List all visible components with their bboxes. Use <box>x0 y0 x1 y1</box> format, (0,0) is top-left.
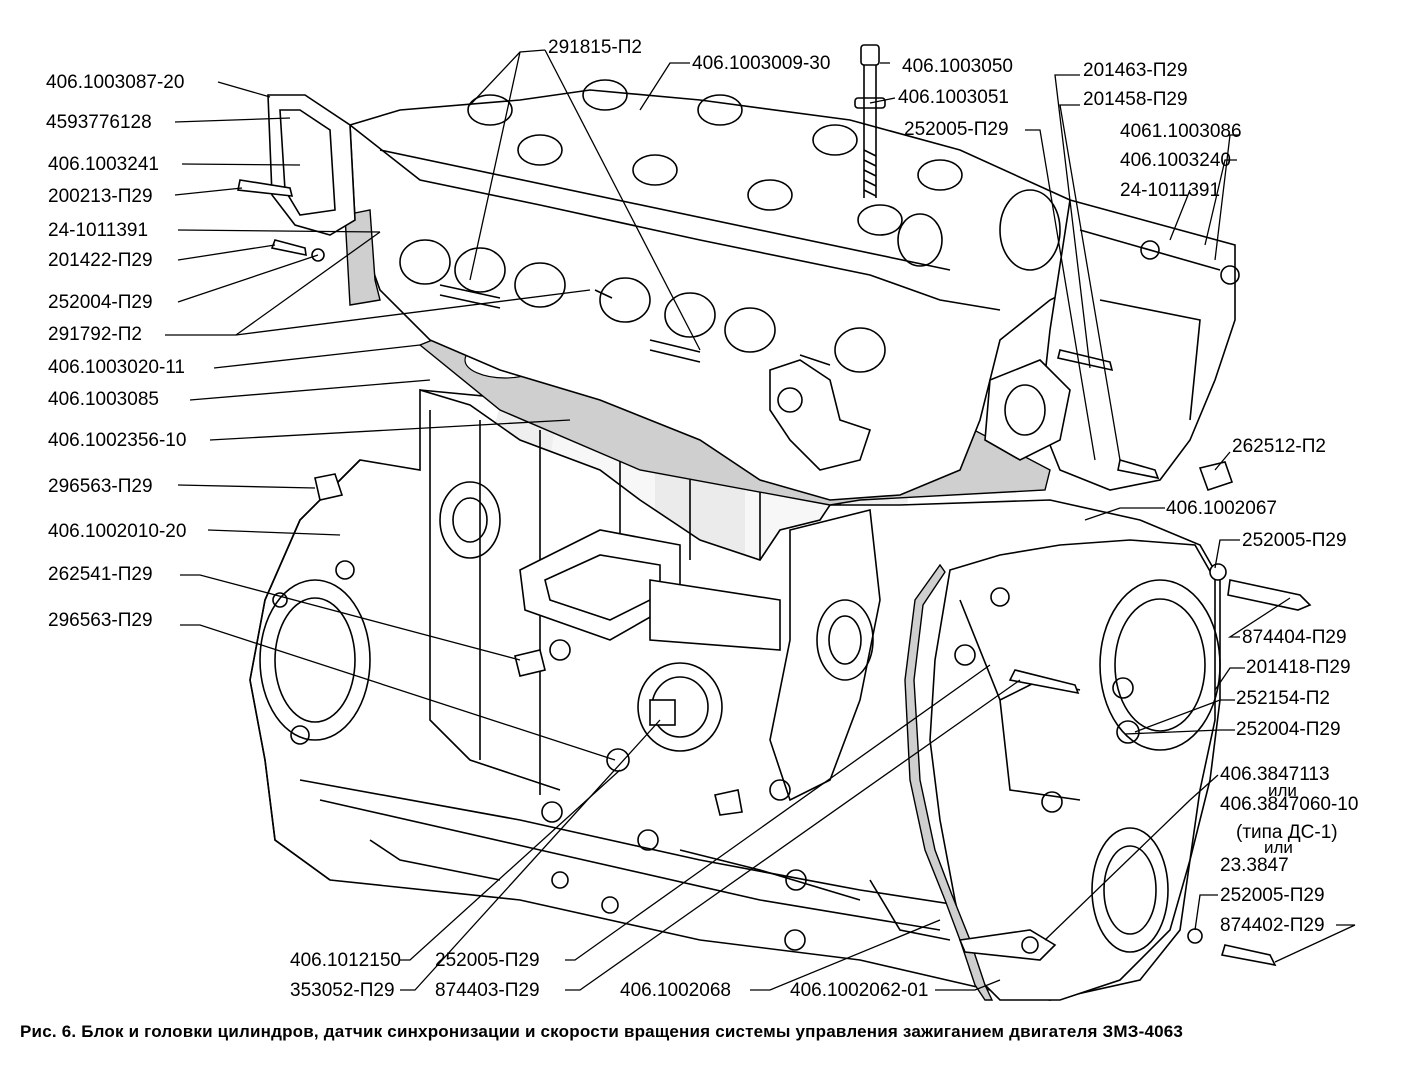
head-bolt <box>854 44 886 198</box>
label-cover-plate: 406.1003241 <box>48 154 159 175</box>
label-sensor-type: (типа ДС-1) <box>1236 822 1338 843</box>
label-or-2: или <box>1264 838 1293 857</box>
label-fitting-1012150: 406.1012150 <box>290 950 401 971</box>
label-bolt-874404: 874404-П29 <box>1242 627 1347 648</box>
label-washer-252005-bt: 252005-П29 <box>435 950 540 971</box>
cylinder-head <box>267 79 1240 501</box>
label-rear-cover: 406.1003087-20 <box>46 72 184 93</box>
label-stud-291792: 291792-П2 <box>48 324 142 345</box>
label-washer-252005-r: 252005-П29 <box>1242 530 1347 551</box>
label-washer-252004: 252004-П29 <box>48 292 153 313</box>
label-plug-262541: 262541-П29 <box>48 564 153 585</box>
label-pin-left: 24-1011391 <box>48 220 148 241</box>
label-valve-cover: 4061.1003086 <box>1120 121 1242 142</box>
label-washer-252004-r: 252004-П29 <box>1236 719 1341 740</box>
label-bolt-874402: 874402-П29 <box>1220 915 1325 936</box>
label-cylinder-head: 406.1002356-10 <box>48 430 186 451</box>
label-or-1: или <box>1268 781 1297 800</box>
label-plug-296563-b: 296563-П29 <box>48 610 153 631</box>
label-bolt-201463: 201463-П29 <box>1083 60 1188 81</box>
label-bolt-201418: 201418-П29 <box>1246 657 1351 678</box>
label-washer-252005-top: 252005-П29 <box>904 119 1009 140</box>
label-sensor-406-3847060: 406.3847060-10 <box>1220 794 1358 815</box>
label-pin-right: 24-1011391 <box>1120 180 1220 201</box>
label-front-cover: 406.1002068 <box>620 980 731 1001</box>
label-camshaft-cap: 406.1003009-30 <box>692 53 830 74</box>
label-washer-252005-b: 252005-П29 <box>1220 885 1325 906</box>
label-gasket-rear: 4593776128 <box>46 112 152 133</box>
label-nut-353052: 353052-П29 <box>290 980 395 1001</box>
label-gasket-1002067: 406.1002067 <box>1166 498 1277 519</box>
label-bolt-200213: 200213-П29 <box>48 186 153 207</box>
leader-lines <box>165 49 1356 991</box>
label-cover-gasket-front: 406.1002062-01 <box>790 980 928 1001</box>
label-dowel: 406.1003085 <box>48 389 159 410</box>
figure-caption: Рис. 6. Блок и головки цилиндров, датчик… <box>20 1022 1184 1041</box>
label-sensor-406-3847113: 406.3847113 <box>1220 764 1330 785</box>
label-cover-gasket: 406.1003240 <box>1120 150 1231 171</box>
label-plug-296563-a: 296563-П29 <box>48 476 153 497</box>
label-bolt-201458: 201458-П29 <box>1083 89 1188 110</box>
label-bolt-201422: 201422-П29 <box>48 250 153 271</box>
front-cover <box>904 430 1221 1001</box>
label-cylinder-block: 406.1002010-20 <box>48 521 186 542</box>
label-washer-252154: 252154-П2 <box>1236 688 1330 709</box>
label-plug-262512: 262512-П2 <box>1232 436 1326 457</box>
label-stud-291815: 291815-П2 <box>548 37 642 58</box>
label-head-washer: 406.1003051 <box>898 87 1009 108</box>
label-head-gasket: 406.1003020-11 <box>48 357 185 378</box>
label-sensor-23-3847: 23.3847 <box>1220 855 1289 876</box>
label-bolt-874403: 874403-П29 <box>435 980 540 1001</box>
label-head-bolt: 406.1003050 <box>902 56 1013 77</box>
callout-labels: 406.1003087-20 4593776128 406.1003241 20… <box>46 37 1358 1001</box>
